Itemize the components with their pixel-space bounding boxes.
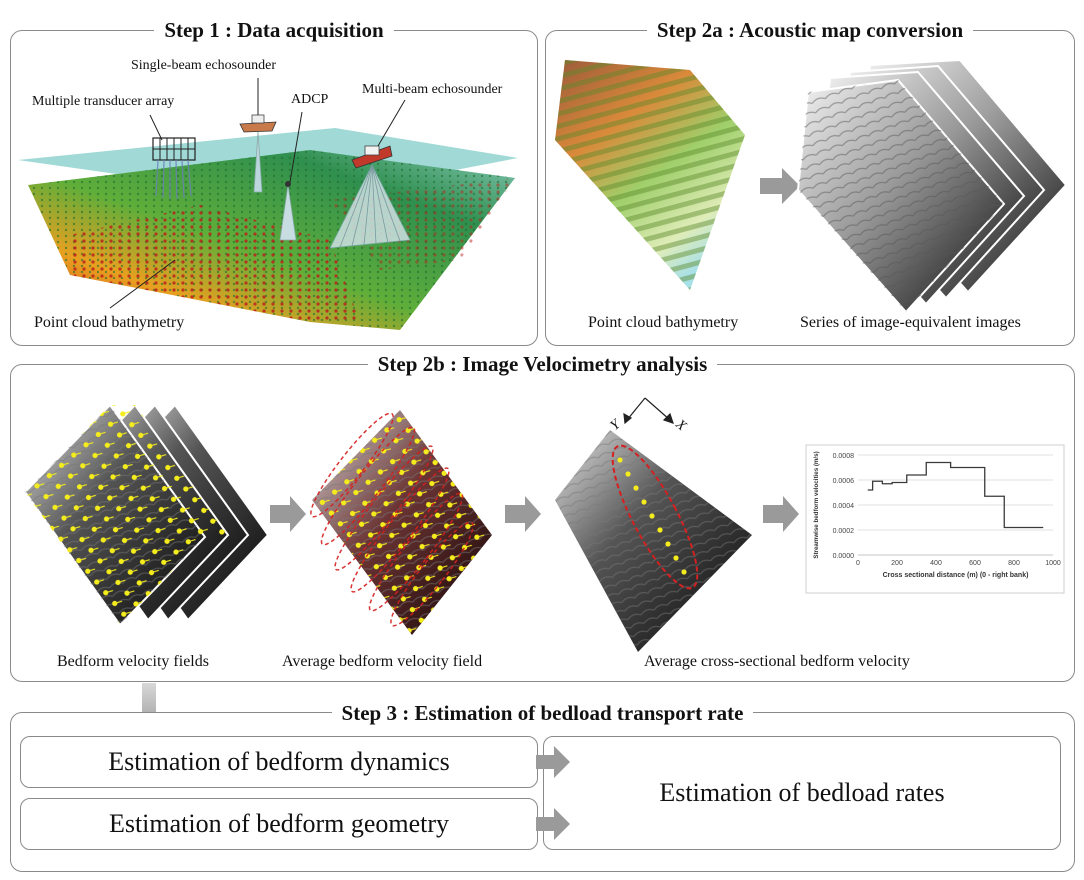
leader-lines: [109, 78, 406, 309]
step2a-caption-left: Point cloud bathymetry: [588, 314, 739, 331]
chart-series-line: [867, 461, 1044, 529]
chart-ytick-label: 0.0004: [833, 503, 855, 510]
average-field: [310, 410, 492, 635]
step3-title: Step 3 : Estimation of bedload transport…: [10, 700, 1075, 726]
chart-xtick-label: 600: [969, 560, 981, 567]
step2b-caption-cross: Average cross-sectional bedform velocity: [644, 653, 910, 670]
image-stack: [796, 58, 1068, 314]
single-beam-boat-icon: [239, 114, 277, 193]
step1-caption: Point cloud bathymetry: [34, 314, 185, 331]
multi-beam-boat-icon: [329, 145, 411, 249]
multiple-transducer-label: Multiple transducer array: [32, 94, 175, 109]
arrow-2b-2: [505, 496, 541, 532]
cross-section-ellipse: [611, 444, 699, 590]
multi-beam-label: Multi-beam echosounder: [362, 82, 503, 97]
step2a-caption-right: Series of image-equivalent images: [800, 314, 1021, 331]
adcp-label: ADCP: [291, 92, 329, 107]
step2a-title: Step 2a : Acoustic map conversion: [545, 17, 1075, 43]
single-beam-label: Single-beam echosounder: [131, 58, 277, 73]
axis-arrows-icon: [623, 397, 674, 425]
step2b-title: Step 2b : Image Velocimetry analysis: [10, 351, 1075, 377]
bedform-geometry-box: Estimation of bedform geometry: [20, 798, 538, 850]
step2b-caption-average: Average bedform velocity field: [282, 653, 483, 670]
arrow-geometry: [536, 808, 570, 840]
chart-xtick-label: 0: [856, 560, 860, 567]
chart-ytick-label: 0.0002: [833, 528, 855, 535]
chart-frame: [805, 444, 1065, 594]
arrow-2b-3: [763, 496, 799, 532]
adcp-icon: [279, 181, 297, 241]
chart-xtick-label: 1000: [1045, 560, 1061, 567]
step2b-caption-fields: Bedform velocity fields: [57, 653, 209, 670]
velocity-fields-stack: [23, 403, 270, 627]
bedload-rates-box: Estimation of bedload rates: [543, 736, 1061, 850]
chart-ylabel: Streamwise bedform velocities (m/s): [813, 451, 820, 558]
chart-xlabel: Cross sectional distance (m) (0 - right …: [883, 572, 1029, 579]
transducer-array-icon: [152, 137, 196, 200]
arrow-dynamics: [536, 746, 570, 778]
chart-xtick-label: 800: [1008, 560, 1020, 567]
arrow-2a: [760, 168, 800, 204]
chart-ytick-label: 0.0008: [833, 453, 855, 460]
bedform-dynamics-box: Estimation of bedform dynamics: [20, 736, 538, 788]
chart-xtick-label: 400: [930, 560, 942, 567]
chart-ytick-label: 0.0006: [833, 478, 855, 485]
step1-title: Step 1 : Data acquisition: [10, 17, 538, 43]
cross-sectional-map: [555, 397, 752, 652]
chart-ytick-label: 0.0000: [833, 553, 855, 560]
chart-xtick-label: 200: [891, 560, 903, 567]
arrow-2b-1: [270, 496, 306, 532]
